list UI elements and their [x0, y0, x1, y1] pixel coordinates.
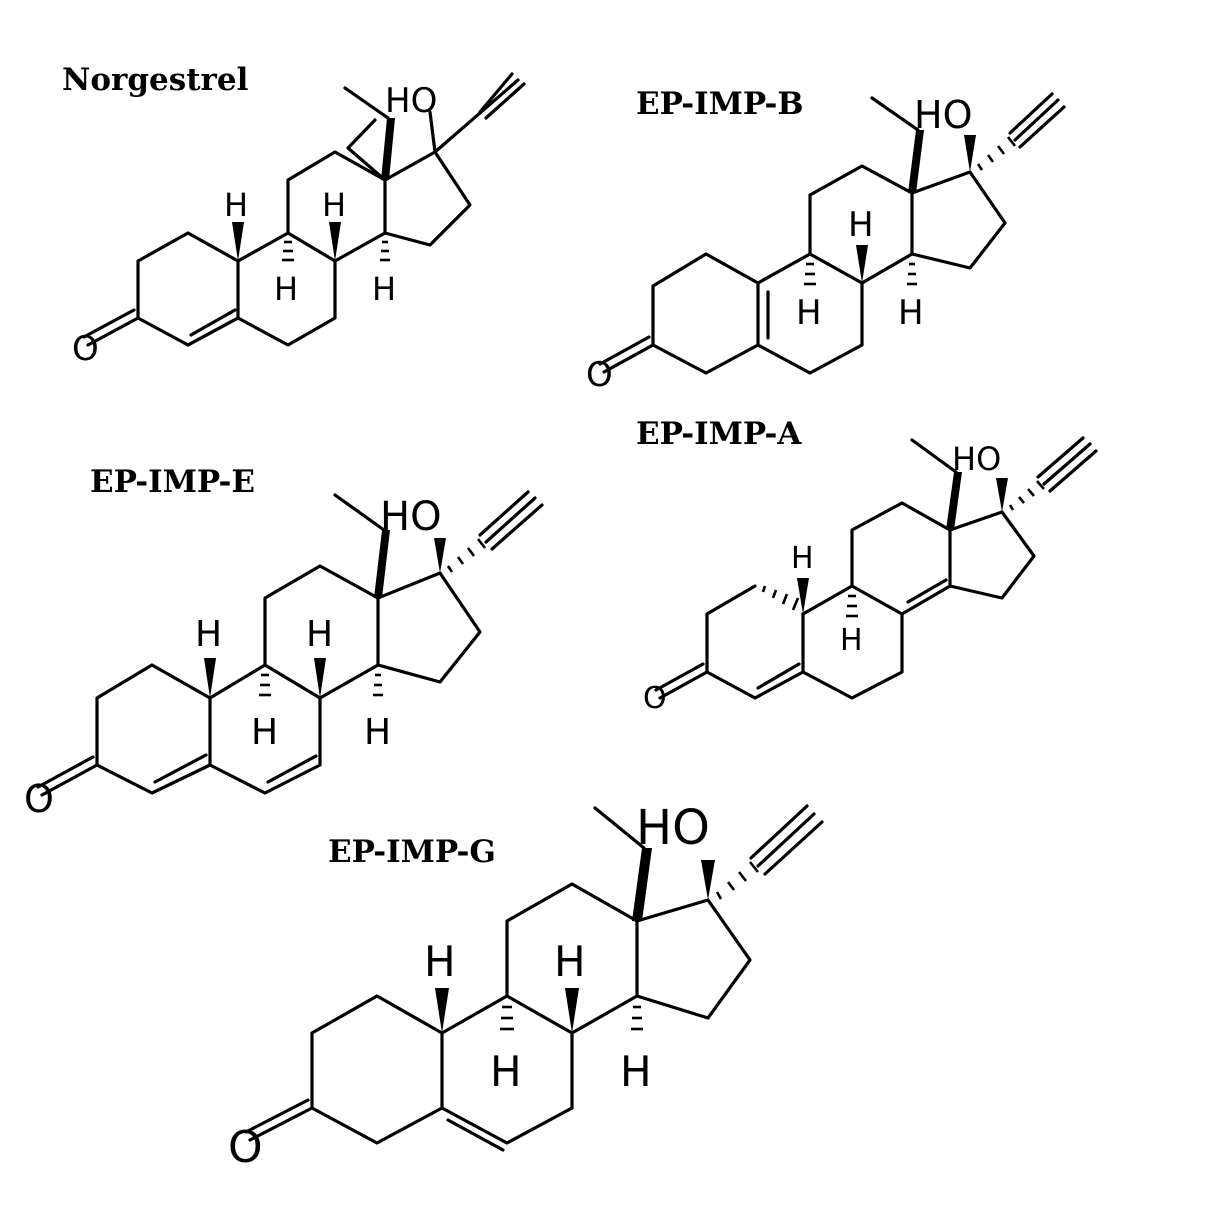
- hydroxyl-label: HO: [914, 93, 972, 137]
- hydrogen-label: H: [848, 205, 874, 245]
- ketone-oxygen-label: O: [586, 355, 613, 395]
- substituents: [204, 490, 544, 698]
- ketone-oxygen-label: O: [72, 329, 99, 369]
- hydrogen-label: H: [306, 614, 333, 655]
- hydrogen-label: H: [898, 293, 924, 333]
- hydrogen-label: H: [364, 712, 391, 753]
- compound-title: EP-IMP-A: [636, 416, 802, 452]
- hydrogen-label: H: [490, 1047, 522, 1096]
- ring-skeleton: [36, 564, 482, 797]
- hydrogen-label: H: [322, 186, 346, 224]
- compound-title: EP-IMP-G: [328, 834, 496, 870]
- hydrogen-label: H: [796, 293, 822, 333]
- hydrogen-label: H: [251, 712, 278, 753]
- hydrogen-label: H: [620, 1047, 652, 1096]
- hydrogen-label: H: [274, 270, 298, 308]
- compound-norgestrel: Norgestrel: [62, 62, 526, 369]
- compound-title: Norgestrel: [62, 62, 248, 98]
- hydrogen-label: H: [424, 937, 456, 986]
- hydrogen-label: H: [791, 541, 814, 576]
- substituents: [232, 72, 526, 262]
- ring-skeleton: [654, 501, 1036, 700]
- compound-ep-imp-b: EP-IMP-B: [586, 86, 1066, 395]
- compound-title: EP-IMP-B: [636, 86, 804, 122]
- compound-title: EP-IMP-E: [90, 464, 255, 500]
- ketone-oxygen-label: O: [228, 1122, 263, 1173]
- substituents: [804, 92, 1066, 286]
- hydrogen-label: H: [195, 614, 222, 655]
- hydroxyl-label: HO: [380, 494, 442, 540]
- hydrogen-label: H: [372, 270, 396, 308]
- hydroxyl-label: HO: [952, 440, 1001, 478]
- ring-skeleton: [598, 164, 1007, 375]
- compound-ep-imp-g: EP-IMP-G: [228, 800, 824, 1173]
- substituents: [761, 436, 1098, 618]
- hydroxyl-label: HO: [636, 800, 710, 856]
- compound-ep-imp-a: EP-IMP-A: [636, 416, 1098, 716]
- ketone-oxygen-label: O: [643, 681, 667, 716]
- hydrogen-label: H: [840, 623, 863, 658]
- substituents: [435, 804, 824, 1033]
- compound-ep-imp-e: EP-IMP-E: [24, 464, 544, 821]
- ring-skeleton: [82, 118, 472, 347]
- hydrogen-label: H: [554, 937, 586, 986]
- hydroxyl-label: HO: [385, 81, 437, 121]
- ring-skeleton: [244, 882, 752, 1152]
- ketone-oxygen-label: O: [24, 777, 54, 821]
- hydrogen-label: H: [224, 186, 248, 224]
